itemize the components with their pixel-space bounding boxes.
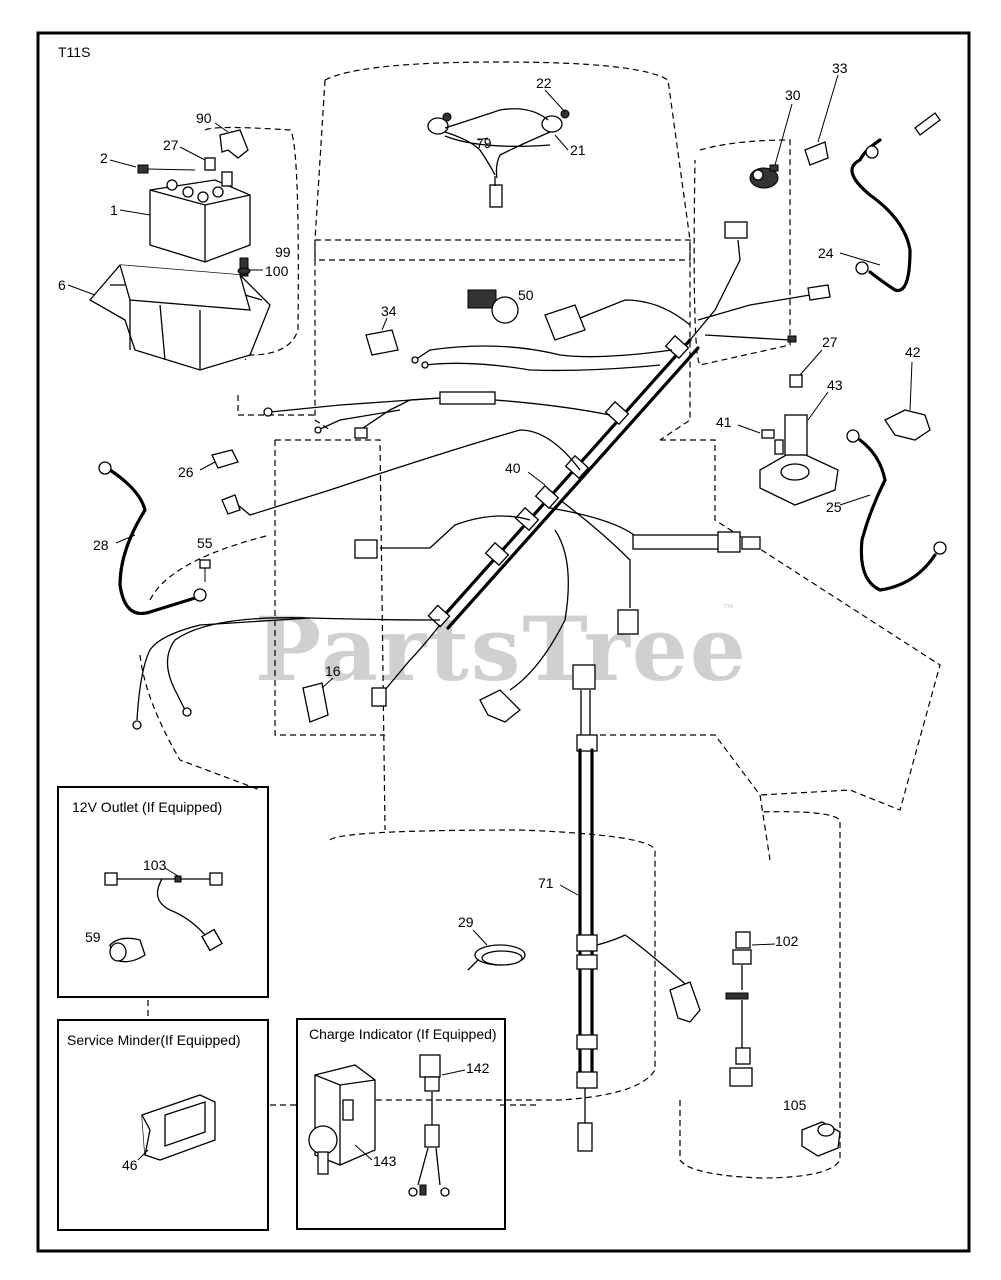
bolt-99-100 [237, 257, 251, 277]
screw-55 [199, 559, 211, 582]
diagram-code: T11S [58, 44, 90, 60]
callout-59: 59 [85, 929, 101, 945]
callout-103: 103 [143, 857, 167, 873]
callout-6: 6 [58, 277, 66, 293]
callout-41: 41 [716, 414, 732, 430]
battery-tray [88, 264, 271, 371]
harness-71 [572, 664, 701, 1152]
callout-99: 99 [275, 244, 291, 260]
switch-33 [804, 141, 829, 166]
callout-100: 100 [265, 263, 289, 279]
solenoid [759, 374, 839, 506]
bolt-2 [137, 164, 196, 174]
callout-142: 142 [466, 1060, 490, 1076]
screw-41 [761, 429, 775, 439]
terminal-cover-90 [219, 129, 249, 159]
ground-cable-28 [98, 461, 207, 615]
box-12v-outlet-title: 12V Outlet (If Equipped) [72, 799, 222, 815]
callout-22: 22 [536, 75, 552, 91]
callout-143: 143 [373, 1153, 397, 1169]
callout-27-top: 27 [163, 137, 179, 153]
watermark-trademark: ™ [722, 601, 734, 615]
callout-21: 21 [570, 142, 586, 158]
ignition-switch [749, 164, 779, 189]
switch-16 [302, 682, 329, 723]
wire-coil-29 [467, 944, 526, 971]
box-service-minder-title: Service Minder(If Equipped) [67, 1032, 241, 1048]
tractor-outline [139, 61, 941, 1179]
callout-26: 26 [178, 464, 194, 480]
callout-16: 16 [325, 663, 341, 679]
callout-50: 50 [518, 287, 534, 303]
box-charge-indicator: Charge Indicator (If Equipped) 142 143 [296, 1018, 506, 1230]
alarm-105 [801, 1121, 841, 1157]
nut-27-top [204, 157, 216, 171]
callout-55: 55 [197, 535, 213, 551]
headlight-harness [427, 108, 570, 208]
callout-105: 105 [783, 1097, 807, 1113]
switch-50 [467, 289, 519, 324]
box-12v-outlet: 12V Outlet (If Equipped) 103 59 [57, 786, 269, 998]
callout-46: 46 [122, 1157, 138, 1173]
callout-29: 29 [458, 914, 474, 930]
callout-71: 71 [538, 875, 554, 891]
harness-102 [725, 931, 753, 1087]
callout-30: 30 [785, 87, 801, 103]
callout-1: 1 [110, 202, 118, 218]
callout-34: 34 [381, 303, 397, 319]
watermark-text: PartsTree [255, 597, 748, 701]
terminal-boot-42 [884, 409, 931, 441]
callout-2: 2 [100, 150, 108, 166]
switch-34 [365, 329, 399, 356]
callout-42: 42 [905, 344, 921, 360]
fuse-26 [211, 449, 239, 469]
battery-cable-25 [846, 429, 947, 592]
box-service-minder: Service Minder(If Equipped) 46 [57, 1019, 269, 1231]
callout-27-solenoid: 27 [822, 334, 838, 350]
battery [149, 171, 251, 263]
box-charge-indicator-title: Charge Indicator (If Equipped) [309, 1026, 497, 1042]
callout-24: 24 [818, 245, 834, 261]
callout-28: 28 [93, 537, 109, 553]
callout-40: 40 [505, 460, 521, 476]
callout-43: 43 [827, 377, 843, 393]
callout-33: 33 [832, 60, 848, 76]
callout-102: 102 [775, 933, 799, 949]
battery-cable-24 [850, 112, 941, 293]
callout-25: 25 [826, 499, 842, 515]
main-harness [132, 221, 831, 730]
callout-90: 90 [196, 110, 212, 126]
diagram-frame [36, 31, 971, 1253]
callout-79: 79 [476, 135, 492, 151]
